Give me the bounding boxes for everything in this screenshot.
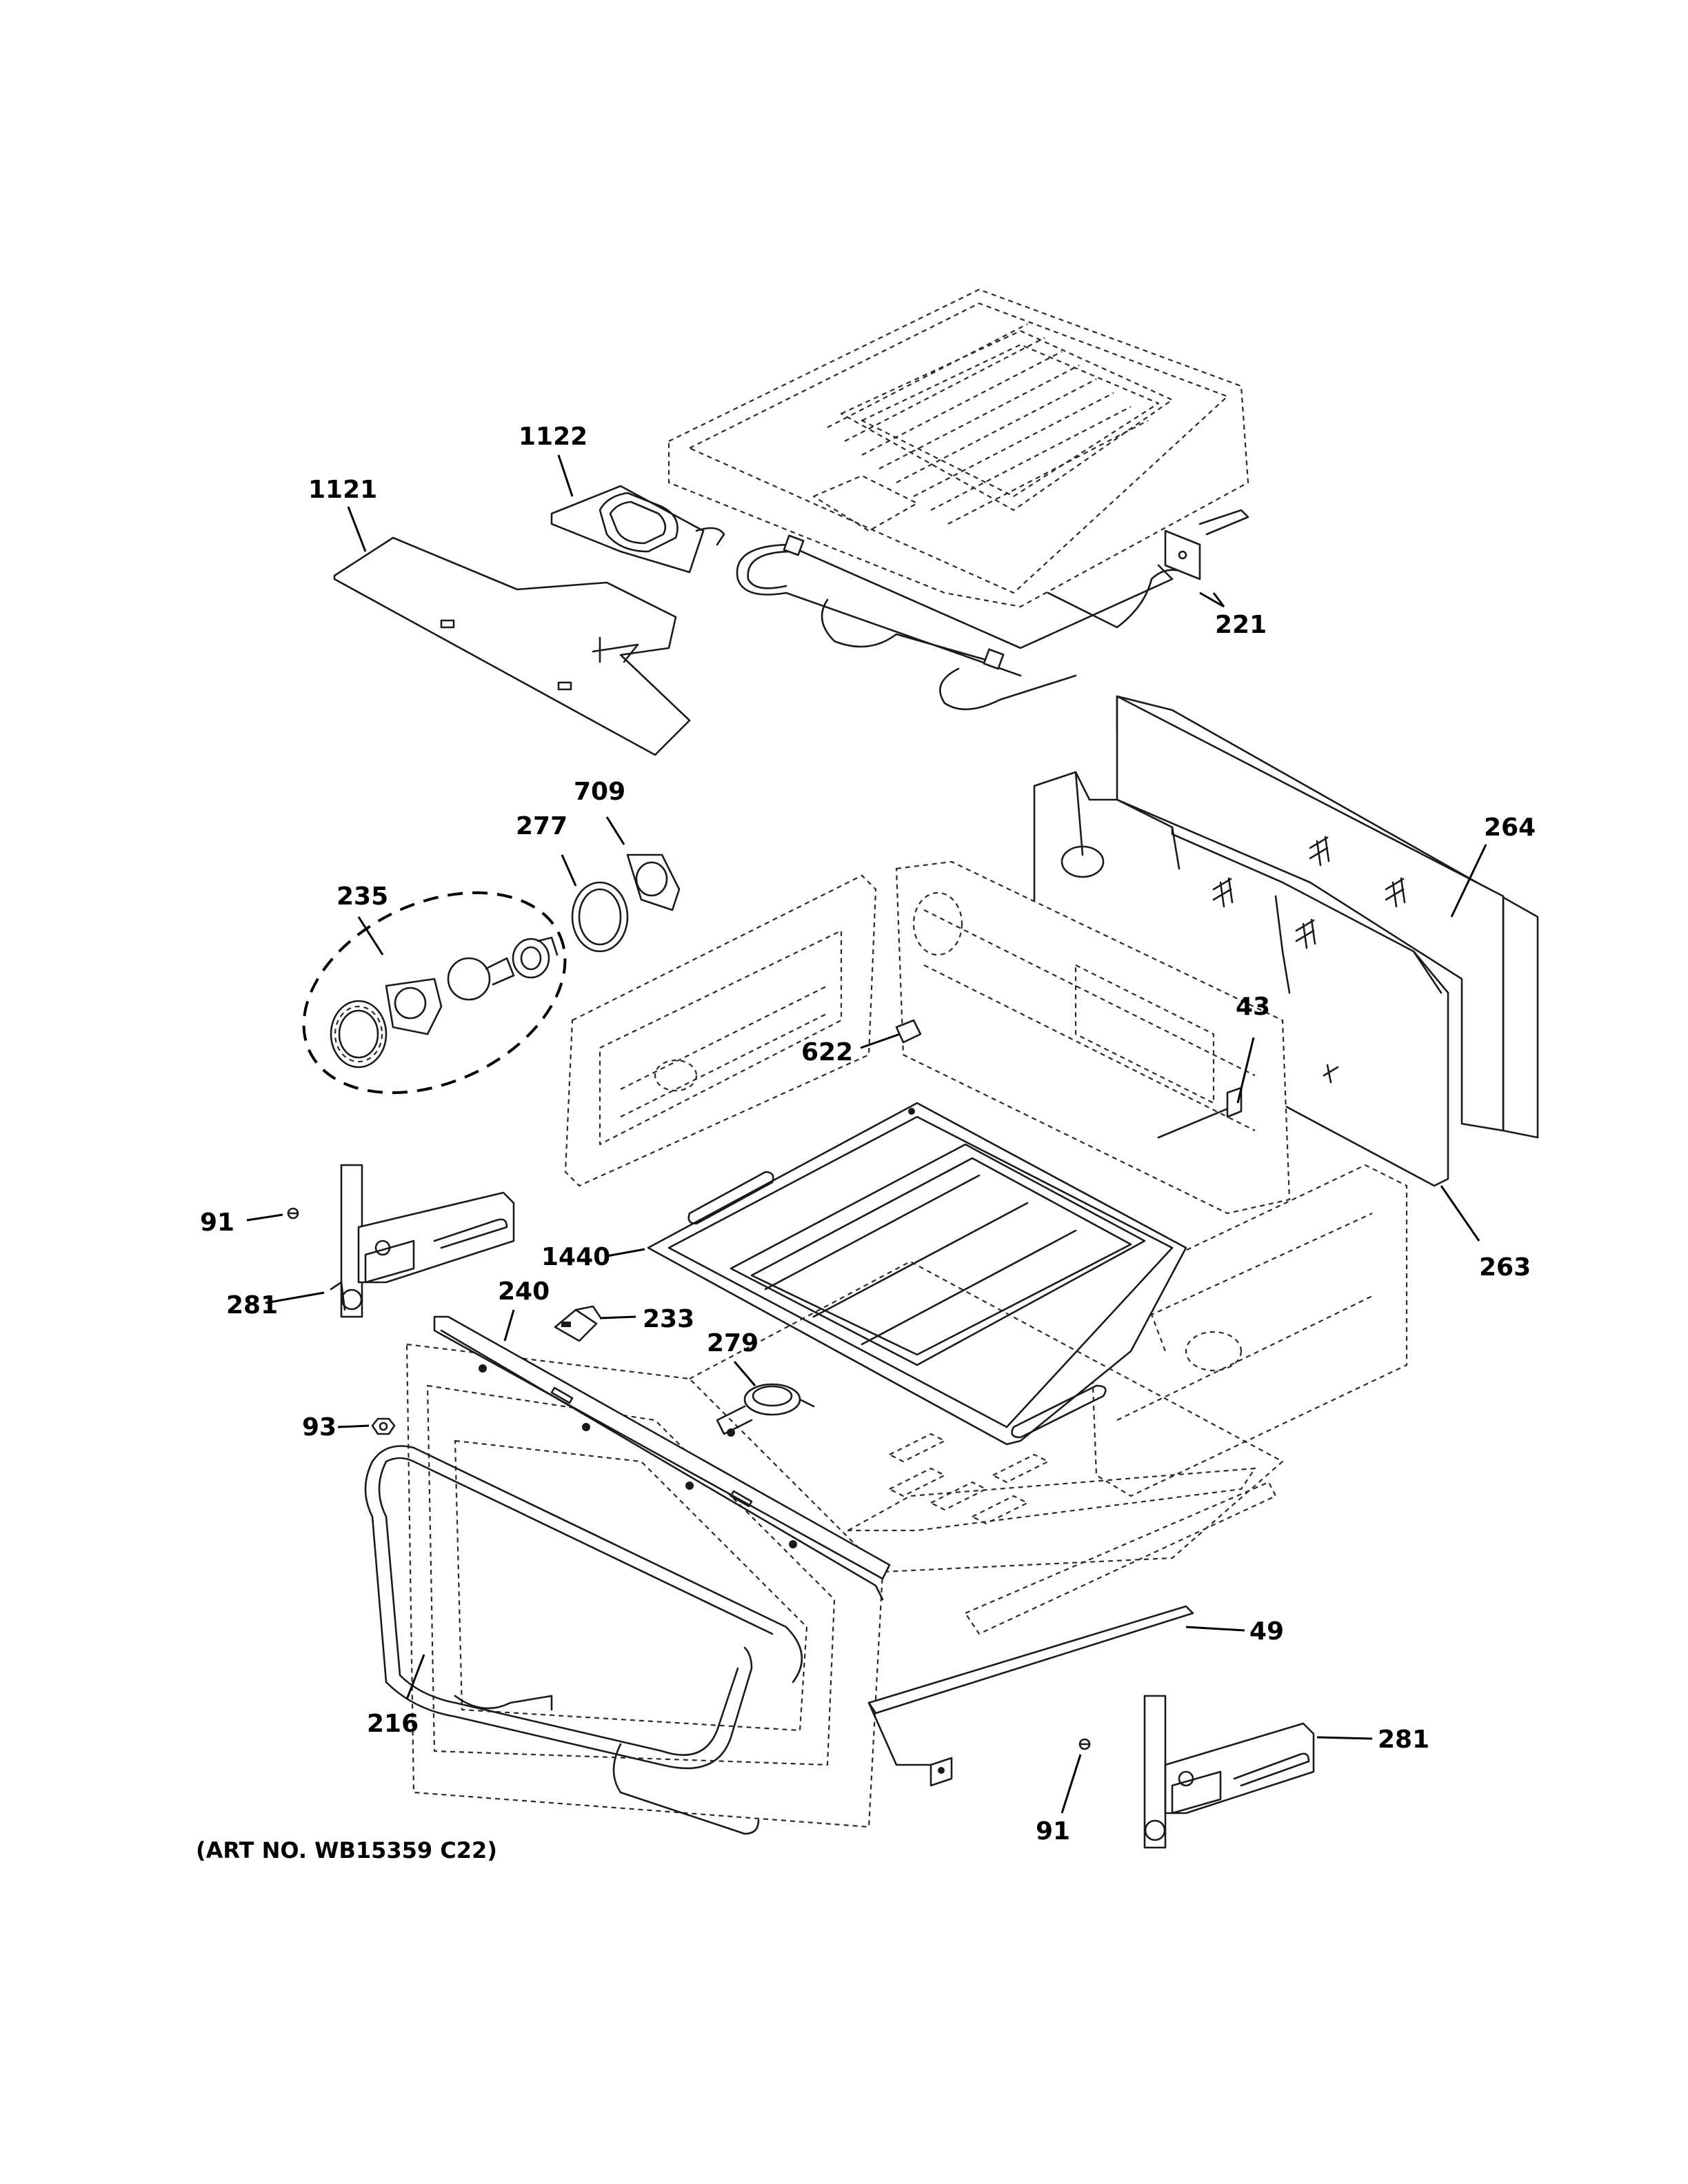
part-281-hinge-left <box>330 1164 515 1318</box>
callout-235: 235 <box>336 882 388 911</box>
callout-1121: 1121 <box>308 476 377 504</box>
callout-49: 49 <box>1249 1617 1284 1646</box>
callout-216: 216 <box>367 1710 419 1738</box>
callout-279: 279 <box>707 1329 758 1357</box>
callout-263: 263 <box>1479 1253 1531 1282</box>
cavity-vent-slots <box>888 1433 1049 1525</box>
callout-233: 233 <box>643 1305 694 1333</box>
callout-1440: 1440 <box>541 1243 610 1271</box>
callout-709: 709 <box>574 778 625 806</box>
oven-back-panel <box>895 860 1291 1215</box>
part-1122-bracket <box>550 485 725 574</box>
part-1121-insulation <box>333 536 691 756</box>
light-assembly-group-outline <box>302 891 567 1095</box>
callout-264: 264 <box>1484 813 1536 842</box>
callout-91-upper: 91 <box>200 1209 234 1237</box>
part-264-insulation <box>1116 695 1539 1139</box>
art-number: (ART NO. WB15359 C22) <box>196 1837 497 1863</box>
part-91-screw-upper <box>287 1207 299 1220</box>
oven-side-panel-left <box>564 874 877 1187</box>
broil-element <box>736 509 1249 711</box>
part-709-lens <box>626 853 681 911</box>
callout-labels: 1122 1121 221 709 277 235 264 43 622 91 … <box>200 423 1536 1846</box>
callout-281-lower: 281 <box>1378 1726 1429 1754</box>
callout-240: 240 <box>498 1277 550 1306</box>
part-91-screw-lower <box>1078 1738 1091 1750</box>
part-240-trim <box>433 1315 891 1601</box>
part-277-gasket <box>571 881 629 953</box>
callout-221: 221 <box>1215 611 1267 639</box>
callout-93: 93 <box>302 1413 336 1442</box>
oven-top-panel <box>667 288 1249 608</box>
callout-622: 622 <box>801 1038 853 1066</box>
part-216-gasket <box>364 1445 803 1835</box>
callout-43: 43 <box>1236 993 1270 1021</box>
part-93-nut <box>371 1417 396 1435</box>
oven-light-assembly <box>330 936 559 1069</box>
callout-281-upper: 281 <box>226 1291 278 1320</box>
part-263-insulation <box>1033 771 1449 1187</box>
callout-1122: 1122 <box>519 423 587 451</box>
part-1440-oven-bottom <box>647 1102 1187 1446</box>
insulation-stitch-marks <box>1212 836 1406 1084</box>
part-233-switch <box>554 1305 601 1342</box>
callout-277: 277 <box>516 812 567 840</box>
top-panel-ribs <box>827 323 1149 525</box>
part-49-rail <box>867 1605 1194 1787</box>
leader-lines <box>246 454 1487 1814</box>
part-279-sensor <box>716 1383 815 1437</box>
part-622-clip <box>895 1019 922 1044</box>
part-43-probe <box>1157 1086 1243 1139</box>
callout-91-lower: 91 <box>1036 1817 1070 1846</box>
part-281-hinge-right <box>1143 1695 1315 1849</box>
